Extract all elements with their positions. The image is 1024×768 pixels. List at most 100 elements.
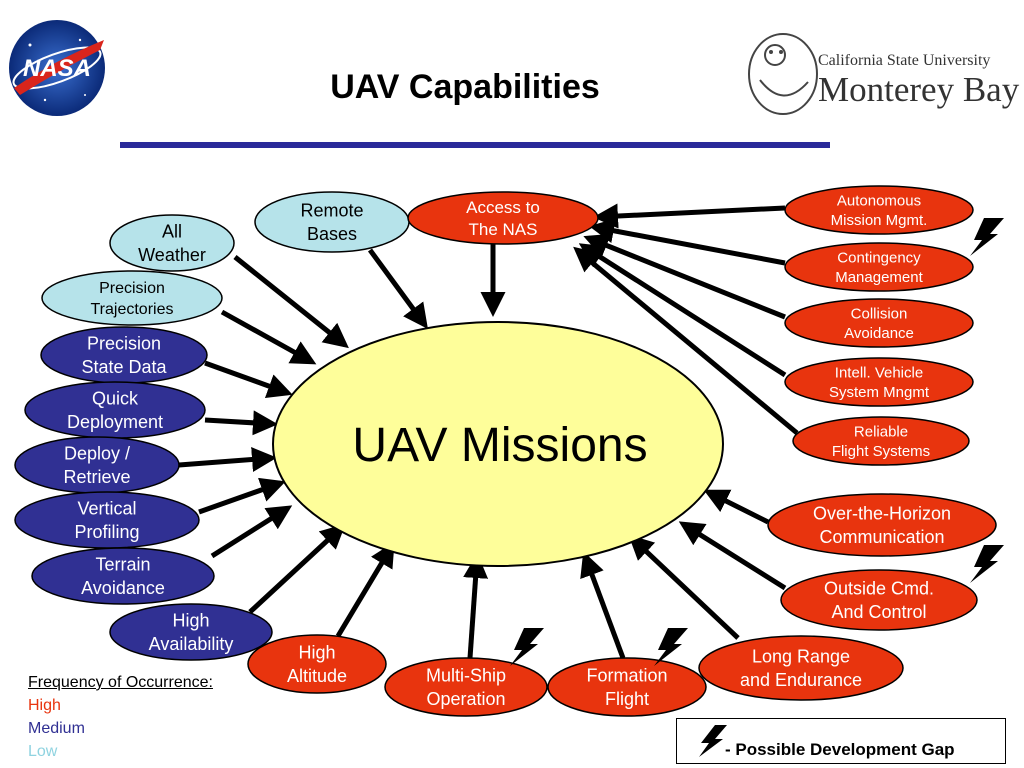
arrow-precision-state-data — [204, 360, 293, 398]
node-label-collision: Avoidance — [844, 325, 914, 342]
center-label: UAV Missions — [352, 419, 647, 472]
node-ellipse-over-horizon — [767, 493, 997, 557]
lightning-icon — [970, 545, 1004, 583]
node-label-remote-bases: Remote — [300, 201, 363, 221]
node-label-quick-deployment: Deployment — [67, 412, 163, 432]
nasa-logo: NASA — [9, 20, 105, 116]
arrow-precision-trajectories — [220, 309, 317, 365]
node-label-contingency: Management — [835, 269, 923, 286]
arrow-high-availability — [248, 523, 346, 614]
arrow-intell-vehicle — [578, 243, 787, 378]
node-label-quick-deployment: Quick — [92, 389, 139, 409]
legend-medium: Medium — [28, 720, 85, 737]
node-label-over-horizon: Communication — [819, 527, 944, 547]
lightning-icon — [510, 628, 544, 666]
arrow-remote-bases — [367, 248, 428, 330]
node-label-over-horizon: Over-the-Horizon — [813, 504, 951, 524]
node-label-intell-vehicle: Intell. Vehicle — [835, 365, 923, 382]
capability-nodes: AllWeatherRemoteBasesPrecisionTrajectori… — [14, 185, 997, 717]
node-ellipse-multi-ship — [384, 657, 548, 717]
node-label-formation-flight: Formation — [586, 666, 667, 686]
frequency-legend: Frequency of Occurrence: High Medium Low — [28, 671, 213, 763]
page-title: UAV Capabilities — [330, 68, 600, 106]
node-ellipse-access-nas — [407, 191, 599, 245]
legend-low: Low — [28, 743, 58, 760]
lightning-icon — [699, 725, 727, 757]
arrow-formation-flight — [580, 551, 626, 659]
node-label-long-range: and Endurance — [740, 670, 862, 690]
lightning-icon — [970, 218, 1004, 256]
title-rule — [120, 142, 830, 148]
node-label-autonomous: Mission Mgmt. — [831, 212, 928, 229]
arrow-vertical-profiling — [198, 477, 286, 515]
node-label-precision-state-data: Precision — [87, 334, 161, 354]
node-label-reliable-flight: Reliable — [854, 424, 908, 441]
arrows — [178, 203, 799, 659]
node-label-high-altitude: High — [298, 643, 335, 663]
arrow-high-altitude — [335, 541, 395, 638]
node-label-contingency: Contingency — [837, 250, 921, 267]
node-label-deploy-retrieve: Retrieve — [63, 467, 130, 487]
arrow-over-horizon — [703, 489, 770, 525]
legend-high: High — [28, 697, 61, 714]
arrow-all-weather — [233, 255, 349, 349]
node-label-reliable-flight: Flight Systems — [832, 443, 930, 460]
node-ellipse-autonomous — [784, 185, 974, 235]
gap-bolts — [510, 218, 1004, 666]
node-label-remote-bases: Bases — [307, 224, 357, 244]
node-label-multi-ship: Operation — [426, 689, 505, 709]
node-label-formation-flight: Flight — [605, 689, 649, 709]
csumb-name-line1: California State University — [818, 52, 990, 69]
node-outside-cmd: Outside Cmd. And Control — [780, 569, 978, 631]
node-ellipse-outside-cmd — [780, 569, 978, 631]
gap-legend-text: - Possible Development Gap — [725, 740, 955, 759]
node-ellipse-terrain-avoidance — [31, 547, 215, 605]
node-label-precision-trajectories: Precision — [99, 280, 165, 297]
node-label-access-nas: The NAS — [469, 220, 538, 239]
node-ellipse-long-range — [698, 635, 904, 701]
node-label-vertical-profiling: Vertical — [77, 499, 136, 519]
node-ellipse-all-weather — [109, 214, 235, 272]
legend-title: Frequency of Occurrence: — [28, 674, 213, 691]
node-label-precision-trajectories: Trajectories — [91, 301, 174, 318]
node-label-terrain-avoidance: Terrain — [95, 555, 150, 575]
node-ellipse-high-availability — [109, 603, 273, 661]
node-label-access-nas: Access to — [466, 198, 540, 217]
node-label-outside-cmd: And Control — [831, 602, 926, 622]
node-label-all-weather: Weather — [138, 245, 206, 265]
arrow-collision — [583, 233, 786, 320]
nasa-logo-text: NASA — [23, 55, 91, 82]
arrow-reliable-flight — [573, 246, 799, 435]
node-ellipse-collision — [784, 298, 974, 348]
node-label-multi-ship: Multi-Ship — [426, 666, 506, 686]
node-label-long-range: Long Range — [752, 647, 850, 667]
node-label-vertical-profiling: Profiling — [74, 522, 139, 542]
arrow-terrain-avoidance — [210, 505, 293, 559]
arrow-long-range — [628, 534, 740, 640]
node-ellipse-contingency — [784, 242, 974, 292]
node-label-autonomous: Autonomous — [837, 193, 921, 210]
node-label-outside-cmd: Outside Cmd. — [824, 579, 934, 599]
node-ellipse-precision-trajectories — [41, 270, 223, 326]
arrow-quick-deployment — [204, 410, 278, 436]
center-ellipse — [272, 321, 724, 567]
node-label-all-weather: All — [162, 222, 182, 242]
lightning-icon — [654, 628, 688, 666]
node-ellipse-formation-flight — [547, 657, 707, 717]
node-label-high-availability: High — [172, 611, 209, 631]
